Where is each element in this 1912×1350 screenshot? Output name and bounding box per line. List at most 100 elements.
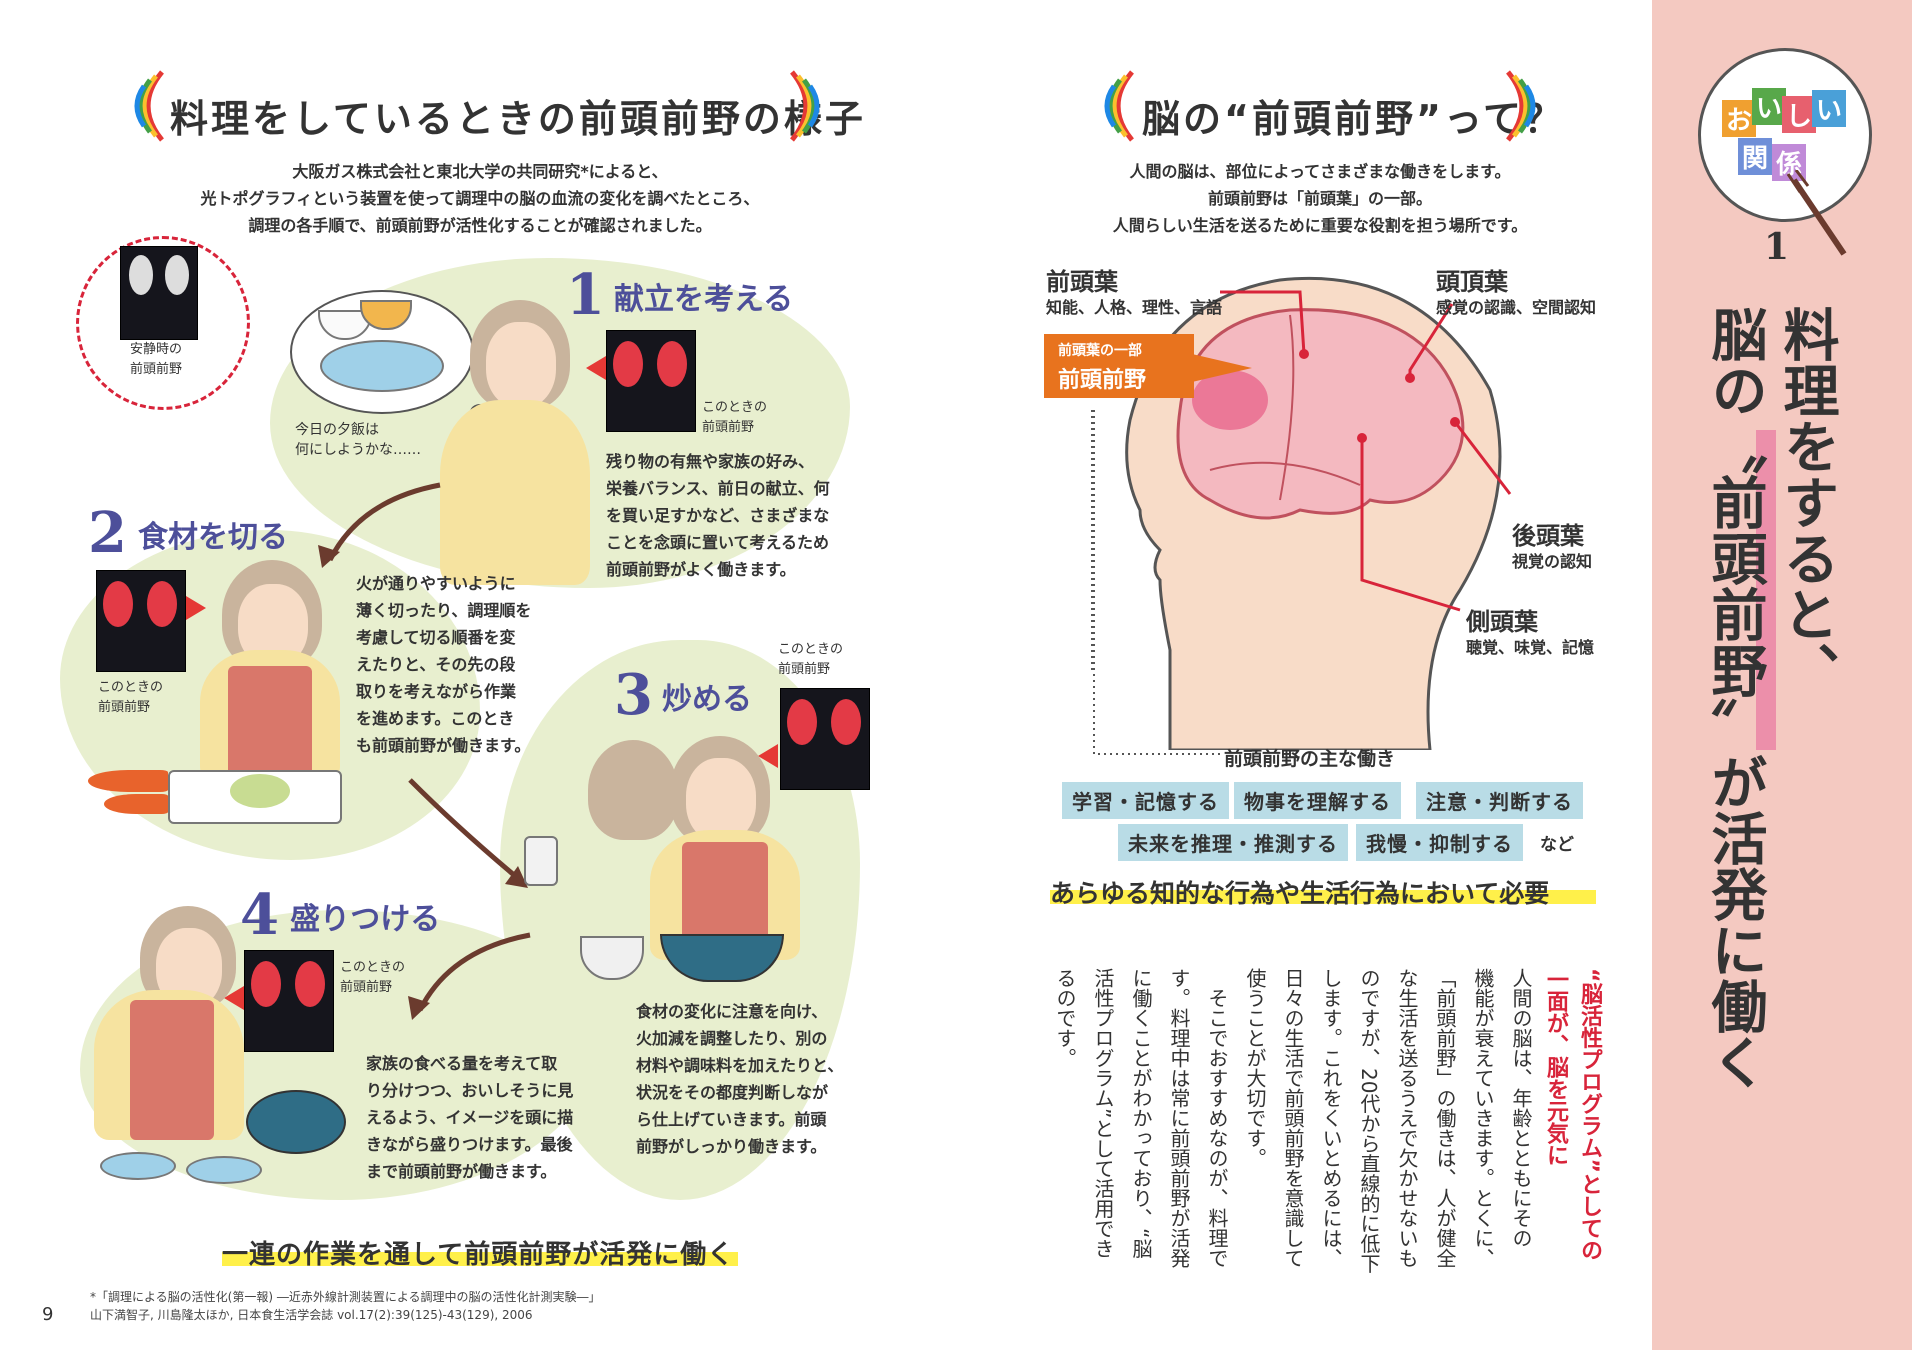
central-sulcus: [1279, 314, 1295, 501]
stir-fry-plate-icon: [320, 340, 444, 392]
rainbow-bracket-right-icon-2: [1506, 70, 1536, 142]
footnote: *「調理による脳の活性化(第一報) ―近赤外線計測装置による調理中の脳の活性化計…: [90, 1290, 601, 1322]
carrot-icon-2: [104, 794, 168, 814]
functions-etc: など: [1540, 835, 1574, 855]
function-tag-self-control: 我慢・抑制する: [1356, 824, 1523, 861]
step4-number: 4: [240, 882, 279, 948]
step4-brain-scan-image: [244, 950, 334, 1052]
bowl-icon: [580, 936, 644, 980]
carrot-icon: [88, 770, 168, 792]
lateral-sulcus: [1209, 461, 1361, 486]
side-title-col2: 脳の〝前頭前野〟が活発に働く: [1702, 306, 1767, 1090]
step1-person-face: [486, 322, 556, 408]
column-text: 人間の脳は、年齢とともにその 機能が衰えていきます。とくに、 「前頭前野」の働き…: [1053, 968, 1533, 1274]
step1-pointer-icon: [586, 356, 606, 380]
rest-caption: 安静時の 前頭前野: [130, 342, 183, 377]
side-title-col1: 料理をすると、: [1774, 306, 1839, 698]
step2-brain-scan-image: [96, 570, 186, 672]
function-tag-learning: 学習・記憶する: [1062, 782, 1229, 819]
badge-char-i2: い: [1812, 90, 1847, 127]
frontal-dot-icon: [1299, 349, 1309, 359]
function-tag-attention: 注意・判断する: [1416, 782, 1583, 819]
step2-title: 食材を切る: [138, 520, 288, 555]
side-strip: [1652, 0, 1912, 1350]
occipital-lobe-desc: 視覚の認知: [1512, 552, 1593, 571]
functions-title: 前頭前野の主な働き: [1224, 748, 1396, 770]
step1-caption: このときの 前頭前野: [702, 400, 768, 435]
step1-number: 1: [566, 262, 605, 328]
step3-brain-scan-image: [780, 688, 870, 790]
rest-brain-scan-image: [120, 246, 198, 340]
occipital-dot-icon: [1450, 417, 1460, 427]
cabbage-icon: [230, 774, 290, 808]
occipital-line: [1453, 421, 1512, 495]
arrow-1-to-2: [327, 482, 441, 562]
prefrontal-highlight: [1192, 370, 1268, 430]
prefrontal-sub-label: 前頭葉の一部: [1058, 343, 1142, 359]
badge-char-kan: 関: [1738, 138, 1773, 175]
side-title-highlight: [1756, 430, 1776, 750]
left-page-title: 料理をしているときの前頭前野の様子: [170, 97, 866, 141]
rainbow-bracket-right-icon: [790, 70, 820, 142]
prefrontal-callout: [1044, 334, 1194, 398]
temporal-line: [1360, 438, 1461, 612]
step4-apron: [130, 1000, 214, 1140]
step2-caption: このときの 前頭前野: [98, 680, 164, 715]
step2-number: 2: [88, 500, 127, 566]
step3-text: 食材の変化に注意を向け、 火加減を調整したり、別の 材料や調味料を加えたりと、 …: [636, 1002, 844, 1156]
frontal-lobe-desc: 知能、人格、理性、言語: [1046, 298, 1223, 317]
function-tag-reasoning: 未来を推理・推測する: [1118, 824, 1348, 861]
step2-pointer-icon: [186, 596, 206, 620]
frontal-lobe-label: 前頭葉: [1046, 268, 1118, 296]
step4-caption: このときの 前頭前野: [340, 960, 406, 995]
plate-icon-2: [186, 1156, 262, 1184]
left-summary-highlight: [222, 1252, 738, 1266]
parietal-lobe-label: 頭頂葉: [1436, 268, 1508, 296]
parietal-dot-icon: [1405, 373, 1415, 383]
right-summary-highlight: [1050, 890, 1596, 904]
step3-number: 3: [614, 662, 653, 728]
fork-icon: [1786, 170, 1847, 256]
dotted-bracket: [1093, 410, 1220, 755]
occipital-lobe-label: 後頭葉: [1512, 522, 1584, 550]
step4-title: 盛りつける: [290, 902, 441, 937]
rainbow-bracket-left-icon-2: [1104, 70, 1134, 142]
rainbow-bracket-left-icon: [134, 70, 164, 142]
step3-person-back-hair: [588, 740, 678, 840]
badge-char-i: い: [1752, 88, 1787, 125]
spice-shaker-icon: [524, 836, 558, 886]
right-intro: 人間の脳は、部位によってさまざまな働きをします。 前頭前野は「前頭葉」の一部。 …: [1112, 162, 1528, 235]
step2-apron: [228, 666, 312, 776]
arrow-2-head-icon: [505, 866, 528, 888]
frontal-line: [1220, 290, 1306, 355]
right-summary: あらゆる知的な行為や生活行為において必要: [1050, 879, 1550, 908]
arrow-3-head-icon: [408, 996, 430, 1020]
step3-title: 炒める: [662, 682, 752, 717]
prefrontal-callout-pointer-icon: [1192, 354, 1252, 382]
flow-arrows: [318, 482, 531, 1020]
badge-char-o: お: [1722, 100, 1757, 137]
rest-brain-circle: [76, 236, 250, 410]
temporal-dot-icon: [1357, 433, 1367, 443]
left-intro: 大阪ガス株式会社と東北大学の共同研究*によると、 光トポグラフィという装置を使っ…: [200, 162, 760, 235]
temporal-lobe-label: 側頭葉: [1466, 608, 1538, 636]
plate-icon: [100, 1152, 176, 1180]
arrow-2-to-3: [408, 778, 522, 882]
chapter-number: 1: [1764, 226, 1790, 268]
badge-char-shi: し: [1782, 96, 1817, 133]
arrow-1-head-icon: [318, 545, 340, 568]
column-heading: “脳活性プログラム”としての 一面が、脳を元気に: [1543, 968, 1602, 1261]
function-tag-understanding: 物事を理解する: [1234, 782, 1401, 819]
step3-person-face: [686, 758, 756, 842]
step4-pan-icon: [246, 1090, 346, 1154]
left-summary: 一連の作業を通して前頭前野が活発に働く: [222, 1240, 735, 1270]
parietal-lobe-desc: 感覚の認識、空間認知: [1436, 298, 1597, 317]
prefrontal-label: 前頭前野: [1058, 368, 1147, 393]
step2-text: 火が通りやすいように 薄く切ったり、調理順を 考慮して切る順番を変 えたりと、そ…: [356, 574, 532, 755]
arrow-3-to-4: [417, 932, 531, 1012]
right-page-title: 脳の“前頭前野”って？: [1142, 97, 1566, 141]
step1-thought: 今日の夕飯は 何にしようかな……: [295, 422, 421, 458]
step4-text: 家族の食べる量を考えて取 り分けつつ、おいしそうに見 えるよう、イメージを頭に描…: [366, 1054, 574, 1181]
page-number-9: 9: [42, 1304, 54, 1325]
temporal-lobe-desc: 聴覚、味覚、記憶: [1466, 638, 1595, 657]
